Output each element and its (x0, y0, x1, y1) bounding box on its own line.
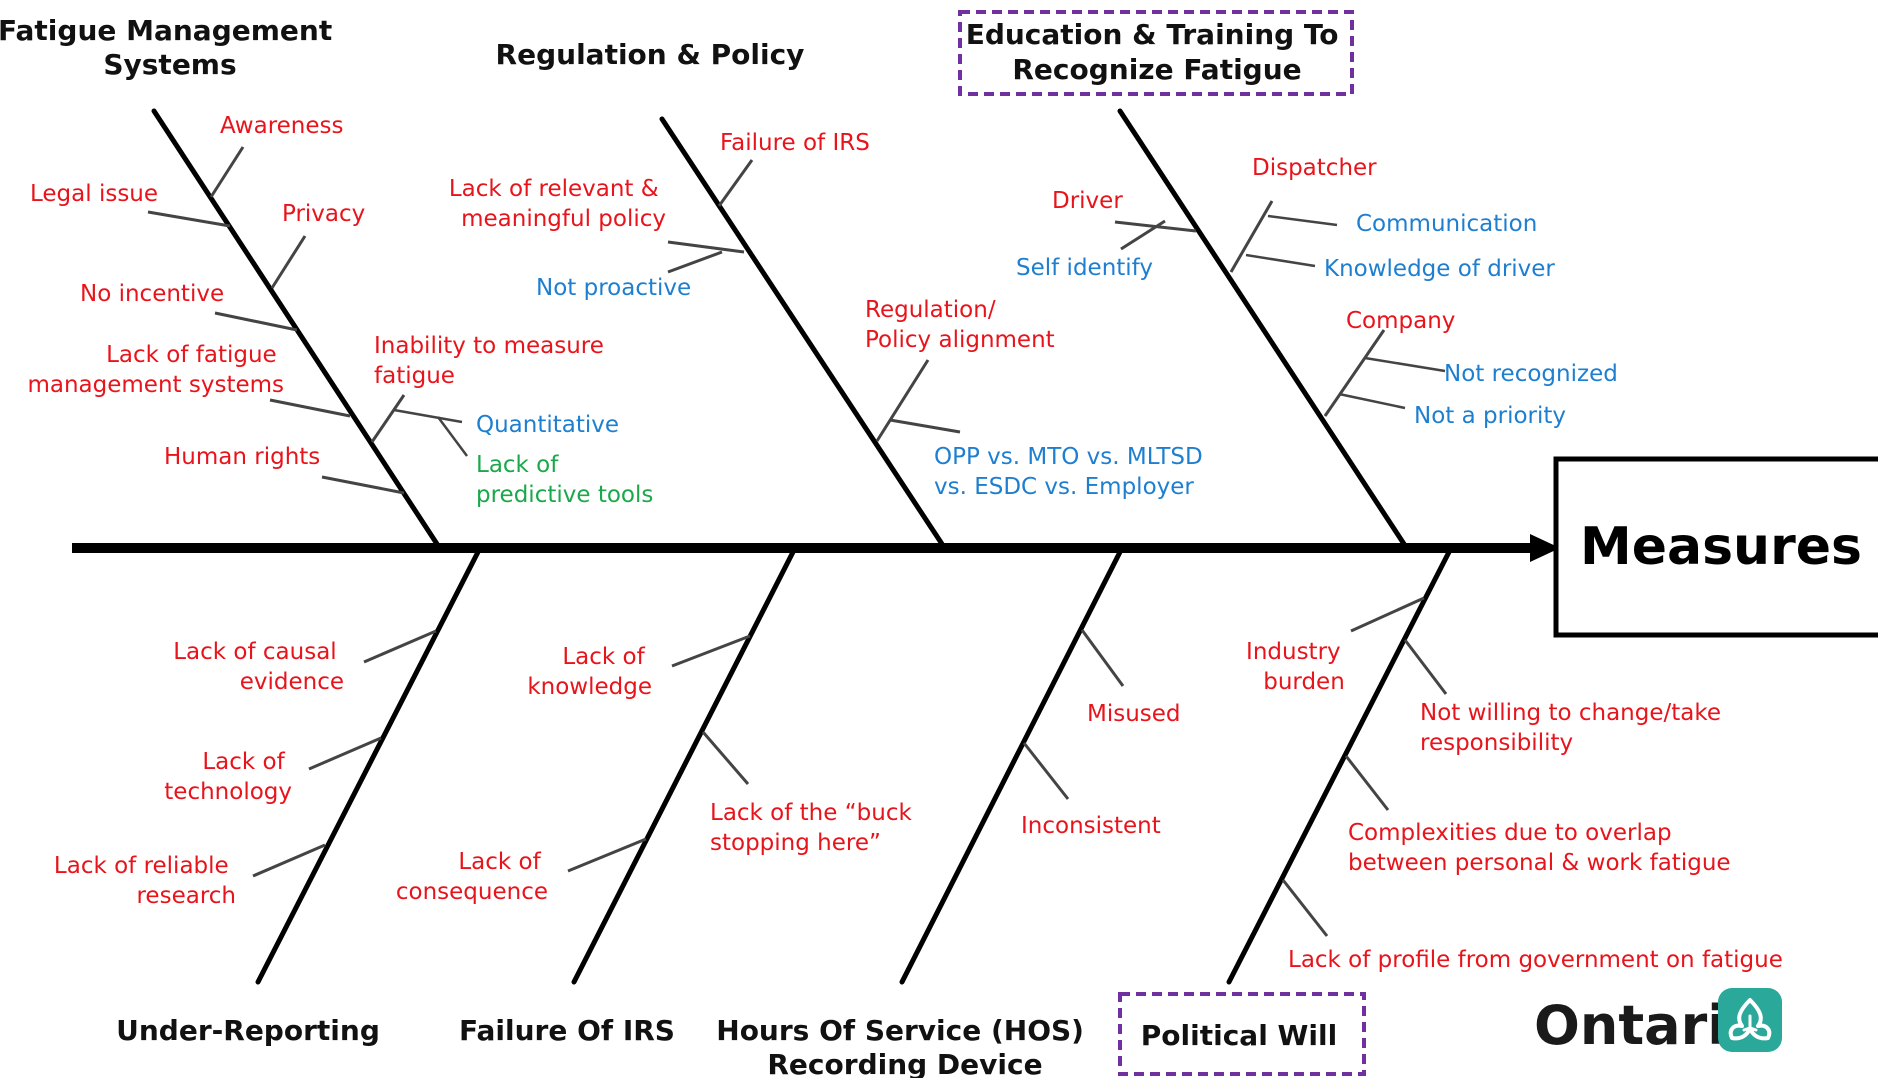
twig-quantitative (393, 408, 463, 424)
twig-industry (1350, 596, 1425, 633)
twig-research (252, 843, 326, 878)
twig-opp (889, 418, 961, 434)
category-political: Political Will (1141, 1019, 1337, 1052)
subcause-opp: OPP vs. MTO vs. MLTSD vs. ESDC vs. Emplo… (934, 444, 1210, 500)
bone-hos (899, 549, 1123, 985)
cause-complexities: Complexities due to overlap between pers… (1348, 820, 1731, 876)
twig-technology (308, 736, 382, 771)
cause-consequence: Lack of consequence (396, 849, 548, 905)
cause-company: Company (1346, 308, 1455, 334)
cause-research: Lack of reliable research (54, 853, 236, 909)
cause-reg-alignment: Regulation/ Policy alignment (865, 297, 1055, 353)
category-fatigue-mgmt: Fatigue Management Systems (0, 14, 342, 81)
spine-arrowhead (1530, 534, 1560, 562)
bone-political (1226, 549, 1452, 985)
twig-knowledge-driver (1245, 253, 1316, 268)
category-hos: Hours Of Service (HOS) Recording Device (716, 1014, 1093, 1078)
twig-human-rights (321, 475, 405, 495)
twig-legal (147, 210, 231, 228)
subcause-communication: Communication (1356, 211, 1537, 237)
cause-industry-burden: Industry burden (1246, 639, 1348, 695)
cause-driver: Driver (1052, 188, 1123, 214)
subcause-predictive: Lack of predictive tools (476, 452, 653, 508)
twig-inability (370, 394, 406, 443)
cause-gov-profile: Lack of profile from government on fatig… (1288, 947, 1783, 973)
cause-lack-fms: Lack of fatigue management systems (27, 342, 284, 398)
cause-legal-issue: Legal issue (30, 181, 158, 207)
category-education: Education & Training To Recognize Fatigu… (966, 18, 1349, 86)
effect-label: Measures (1580, 517, 1862, 577)
twig-gov-profile (1281, 879, 1329, 937)
subcause-knowledge-driver: Knowledge of driver (1324, 256, 1555, 282)
ontario-trillium-icon (1718, 988, 1782, 1052)
twig-not-willing (1403, 639, 1448, 695)
effect-box (1553, 456, 1878, 638)
highlight-box-political (1118, 992, 1366, 1076)
cause-not-willing: Not willing to change/take responsibilit… (1420, 700, 1728, 756)
cause-relevant-policy: Lack of relevant & meaningful policy (449, 176, 666, 232)
twig-inconsistent (1022, 742, 1070, 800)
subcause-not-recognized: Not recognized (1444, 361, 1618, 387)
cause-no-incentive: No incentive (80, 281, 224, 307)
category-regulation: Regulation & Policy (496, 38, 805, 71)
twig-self-identify (1120, 219, 1166, 251)
cause-technology: Lack of technology (164, 749, 292, 805)
bone-failure-irs (571, 549, 796, 985)
cause-privacy: Privacy (282, 201, 365, 227)
twig-reg-alignment (875, 359, 930, 442)
subcause-self-identify: Self identify (1016, 255, 1153, 281)
category-under-reporting: Under-Reporting (116, 1014, 380, 1047)
cause-dispatcher: Dispatcher (1252, 155, 1377, 181)
bone-regulation (659, 116, 945, 547)
cause-buck: Lack of the “buck stopping here” (710, 800, 919, 856)
twig-awareness (209, 146, 245, 198)
twig-communication (1267, 214, 1338, 227)
twig-consequence (567, 837, 647, 873)
cause-inconsistent: Inconsistent (1021, 813, 1161, 839)
cause-human-rights: Human rights (164, 444, 320, 470)
category-failure-irs: Failure Of IRS (459, 1014, 675, 1047)
twig-not-priority (1338, 392, 1406, 410)
highlight-box-education (958, 10, 1354, 96)
twig-privacy (270, 235, 307, 289)
twig-company (1323, 329, 1386, 417)
twig-incentive (214, 311, 298, 332)
cause-inability: Inability to measure fatigue (374, 333, 611, 389)
twig-not-proactive (667, 250, 723, 274)
cause-failure-of-irs: Failure of IRS (720, 130, 870, 156)
cause-awareness: Awareness (220, 113, 344, 139)
cause-misused: Misused (1087, 701, 1181, 727)
subcause-not-proactive: Not proactive (536, 275, 691, 301)
bone-fatigue-mgmt (151, 108, 440, 547)
twig-failure-of-irs (717, 159, 754, 207)
twig-lack-fms (269, 398, 351, 418)
subcause-not-priority: Not a priority (1414, 403, 1566, 429)
twig-buck (701, 731, 750, 785)
bone-education (1117, 108, 1407, 547)
twig-misused (1080, 629, 1125, 687)
bone-under-reporting (255, 549, 481, 985)
twig-causal (363, 629, 437, 664)
twig-relevant-policy (667, 240, 745, 254)
cause-knowledge: Lack of knowledge (527, 644, 652, 700)
subcause-quantitative: Quantitative (476, 412, 619, 438)
twig-predictive (436, 416, 469, 457)
twig-knowledge (671, 634, 751, 668)
twig-dispatcher (1229, 200, 1274, 273)
cause-causal-evidence: Lack of causal evidence (173, 639, 344, 695)
twig-complexities (1344, 755, 1390, 811)
twig-not-recognized (1364, 356, 1446, 373)
